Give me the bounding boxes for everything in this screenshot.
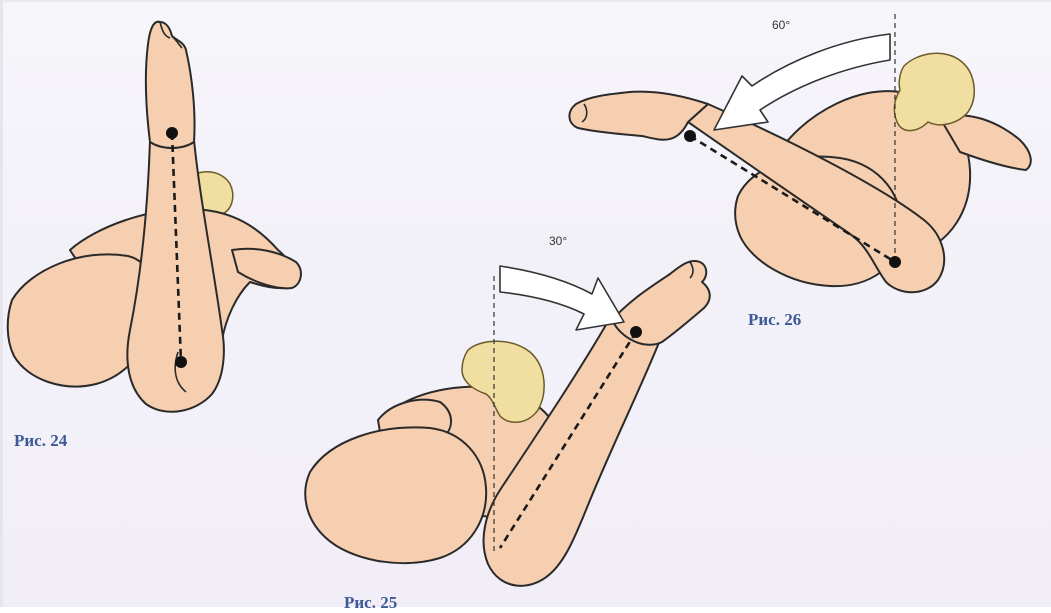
figure-24	[6, 20, 302, 413]
hair-fig26	[893, 52, 975, 132]
hip-marker-fig26	[889, 256, 901, 268]
ankle-marker-fig25	[630, 326, 642, 338]
leg-axis-fig26	[689, 134, 896, 264]
figure-26	[568, 14, 1032, 294]
angle-label-fig26: 60°	[772, 18, 791, 32]
angle-label-fig25: 30°	[549, 234, 568, 248]
leg-axis-fig25	[498, 331, 638, 549]
leg-fig25	[482, 317, 661, 587]
leg-axis-fig24	[170, 132, 183, 363]
leg-fig24	[126, 139, 225, 413]
hip-marker-fig24	[175, 356, 187, 368]
leg-fig26	[687, 103, 946, 294]
hip-fig25	[304, 426, 488, 565]
rotation-arrow-fig26	[713, 33, 891, 131]
hair-fig25	[461, 340, 545, 423]
caption-fig26: Рис. 26	[748, 310, 802, 329]
arm-fig24	[231, 247, 302, 290]
ankle-marker-fig24	[166, 127, 178, 139]
arm-fig26	[939, 114, 1032, 171]
figure-25	[304, 260, 711, 587]
caption-fig24: Рис. 24	[14, 431, 68, 450]
ankle-marker-fig26	[684, 130, 696, 142]
foot-fig26	[568, 90, 709, 141]
rotation-arrow-fig25	[499, 265, 625, 331]
foot-fig25	[611, 260, 711, 346]
